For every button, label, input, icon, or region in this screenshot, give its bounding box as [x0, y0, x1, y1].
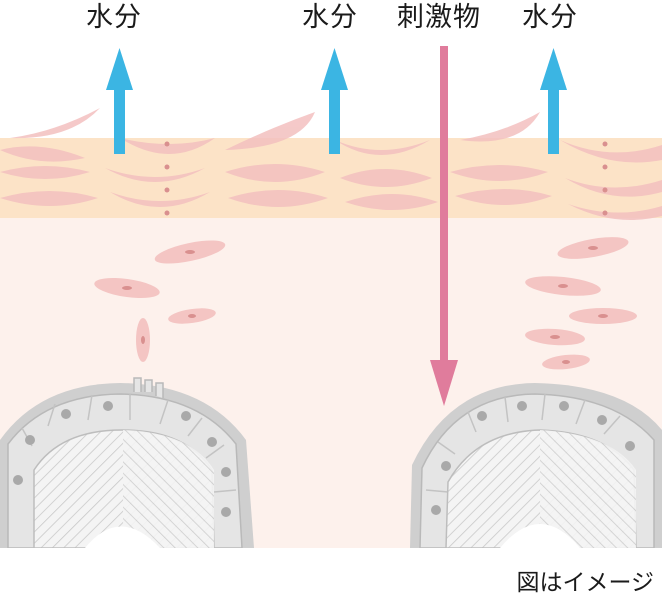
follicle-right	[410, 383, 662, 548]
water-arrow-right	[540, 48, 567, 154]
dermal-cell-nuclei	[122, 246, 608, 364]
label-water-right: 水分	[522, 2, 578, 33]
label-water-middle: 水分	[302, 2, 358, 33]
label-water-left: 水分	[86, 2, 142, 33]
corneocyte-cells	[0, 108, 662, 220]
image-caption: 図はイメージ	[516, 570, 654, 596]
water-arrow-middle	[321, 48, 348, 154]
corneocyte-nuclei	[164, 141, 608, 216]
follicle-left	[0, 377, 254, 548]
label-irritant: 刺激物	[397, 2, 481, 33]
water-arrow-left	[106, 48, 133, 154]
irritant-arrow	[430, 46, 458, 406]
